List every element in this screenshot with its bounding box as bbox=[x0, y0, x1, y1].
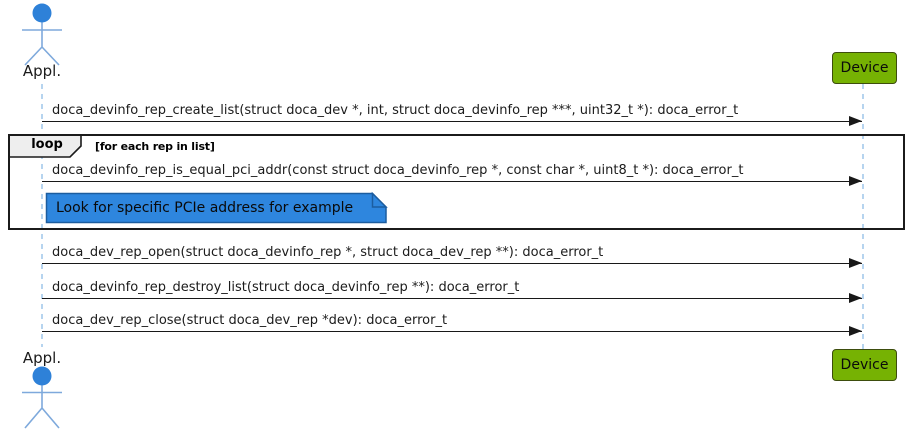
loop-condition-label: [for each rep in list] bbox=[95, 140, 215, 153]
message-label: doca_devinfo_rep_destroy_list(struct doc… bbox=[52, 280, 520, 295]
message-create-list: doca_devinfo_rep_create_list(struct doca… bbox=[42, 103, 862, 126]
arrowhead-icon bbox=[849, 115, 862, 126]
message-arrow-line bbox=[42, 175, 862, 186]
note-fold-corner bbox=[371, 191, 388, 208]
loop-operator-label: loop bbox=[31, 137, 63, 152]
loop-frame bbox=[8, 134, 905, 230]
message-rep-close: doca_dev_rep_close(struct doca_dev_rep *… bbox=[42, 313, 862, 336]
message-label: doca_dev_rep_close(struct doca_dev_rep *… bbox=[52, 313, 448, 328]
arrowhead-icon bbox=[849, 292, 862, 303]
note-shape bbox=[45, 191, 388, 224]
message-label: doca_devinfo_rep_is_equal_pci_addr(const… bbox=[52, 163, 744, 178]
message-label: doca_dev_rep_open(struct doca_devinfo_re… bbox=[52, 245, 604, 260]
message-arrow-line bbox=[42, 292, 862, 303]
message-arrow-line bbox=[42, 257, 862, 268]
actor-appl-top-label: Appl. bbox=[22, 62, 62, 80]
arrowhead-icon bbox=[849, 325, 862, 336]
message-destroy-list: doca_devinfo_rep_destroy_list(struct doc… bbox=[42, 280, 862, 303]
arrowhead-icon bbox=[849, 257, 862, 268]
message-arrow-line bbox=[42, 325, 862, 336]
participant-device-bottom: Device bbox=[832, 349, 897, 381]
message-arrow-line bbox=[42, 115, 862, 126]
message-label: doca_devinfo_rep_create_list(struct doca… bbox=[52, 103, 739, 118]
actor-appl-bottom-icon bbox=[22, 366, 62, 429]
actor-appl-bottom-label: Appl. bbox=[22, 349, 62, 367]
actor-appl-top-icon bbox=[22, 3, 62, 66]
participant-device-top: Device bbox=[832, 52, 897, 84]
message-rep-open: doca_dev_rep_open(struct doca_devinfo_re… bbox=[42, 245, 862, 268]
arrowhead-icon bbox=[849, 175, 862, 186]
message-is-equal-pci-addr: doca_devinfo_rep_is_equal_pci_addr(const… bbox=[42, 163, 862, 186]
note-text: Look for specific PCIe address for examp… bbox=[56, 200, 354, 216]
